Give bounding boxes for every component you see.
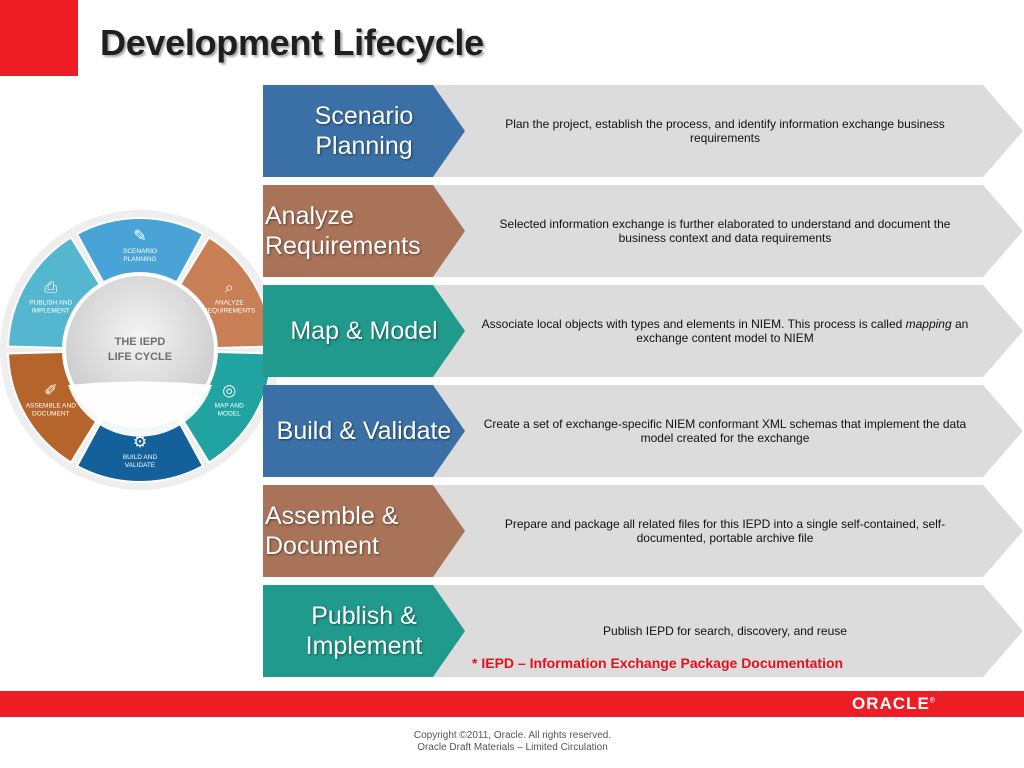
step-row-scenario-planning: Scenario Planning Plan the project, esta… bbox=[263, 85, 1023, 177]
iepd-footnote: * IEPD – Information Exchange Package Do… bbox=[472, 655, 844, 671]
step-chevron bbox=[263, 485, 1023, 577]
oracle-logo-text: ORACLE bbox=[852, 694, 930, 713]
step-chevron bbox=[263, 585, 1023, 677]
wheel-segment-label: BUILD AND bbox=[123, 454, 158, 461]
slide-title: Development Lifecycle bbox=[100, 22, 484, 63]
step-label-chevron bbox=[263, 485, 465, 577]
description-part: an exchange content model to NIEM bbox=[636, 317, 969, 345]
step-description: Publish IEPD for search, discovery, and … bbox=[475, 585, 975, 677]
step-row-publish-implement: Publish & Implement Publish IEPD for sea… bbox=[263, 585, 1023, 677]
circulation-line: Oracle Draft Materials – Limited Circula… bbox=[417, 742, 608, 753]
step-label: Assemble & Document bbox=[265, 502, 399, 560]
step-label: Publish & Implement bbox=[305, 602, 423, 660]
step-row-assemble-document: Assemble & Document Prepare and package … bbox=[263, 485, 1023, 577]
step-label: Build & Validate bbox=[276, 417, 452, 445]
step-description-text: Associate local objects with types and e… bbox=[475, 317, 975, 345]
step-description-text: Publish IEPD for search, discovery, and … bbox=[603, 624, 847, 638]
wheel-segment-label: VALIDATE bbox=[125, 462, 156, 469]
step-chevron bbox=[263, 185, 1023, 277]
step-row-build-validate: Build & Validate Create a set of exchang… bbox=[263, 385, 1023, 477]
hub-title-line-2: LIFE CYCLE bbox=[108, 351, 172, 363]
step-chevron bbox=[263, 285, 1023, 377]
step-description-text: Prepare and package all related files fo… bbox=[504, 517, 946, 545]
step-chevron bbox=[263, 85, 1023, 177]
step-row-analyze-requirements: Analyze Requirements Selected informatio… bbox=[263, 185, 1023, 277]
wheel-segment-label: REQUIREMENTS bbox=[203, 308, 256, 315]
step-description: Create a set of exchange-specific NIEM c… bbox=[475, 385, 975, 477]
wheel-segment-label: PUBLISH AND bbox=[29, 300, 72, 307]
step-description: Selected information exchange is further… bbox=[475, 185, 975, 277]
step-label-chevron bbox=[263, 185, 465, 277]
step-chevron bbox=[263, 385, 1023, 477]
wheel-segment-label: MODEL bbox=[218, 411, 242, 418]
wheel-segment-label: SCENARIO bbox=[123, 248, 157, 255]
step-description: Prepare and package all related files fo… bbox=[475, 485, 975, 577]
hub-highlight bbox=[68, 381, 212, 437]
step-description: Associate local objects with types and e… bbox=[475, 285, 975, 377]
magnifier-icon: ⌕ bbox=[225, 278, 234, 297]
description-part: Associate local objects with types and e… bbox=[481, 317, 906, 331]
step-label-chevron bbox=[263, 85, 465, 177]
step-label-chevron bbox=[263, 285, 465, 377]
paperclip-icon: ✐ bbox=[44, 381, 57, 400]
wheel-segment-label: DOCUMENT bbox=[32, 411, 70, 418]
step-label-chevron bbox=[263, 385, 465, 477]
wheel-segment-label: IMPLEMENT bbox=[32, 308, 70, 315]
globe-icon: ◎ bbox=[222, 381, 236, 400]
step-description-text: Create a set of exchange-specific NIEM c… bbox=[483, 417, 967, 445]
step-description-text: Selected information exchange is further… bbox=[499, 217, 951, 245]
step-description-text: Plan the project, establish the process,… bbox=[505, 117, 945, 145]
wheel-segment-label: ASSEMBLE AND bbox=[26, 403, 77, 410]
red-corner-block bbox=[0, 0, 78, 76]
step-label: Map & Model bbox=[290, 317, 438, 345]
step-description: Plan the project, establish the process,… bbox=[475, 85, 975, 177]
step-label-chevron bbox=[263, 585, 465, 677]
footer-red-bar bbox=[0, 691, 1024, 717]
step-row-map-model: Map & Model Associate local objects with… bbox=[263, 285, 1023, 377]
wheel-segment-label: MAP AND bbox=[215, 403, 244, 410]
wheel-segment-label: ANALYZE bbox=[215, 300, 245, 307]
copyright-notice: Copyright ©2011, Oracle. All rights rese… bbox=[385, 730, 640, 754]
gears-icon: ⚙ bbox=[133, 432, 147, 451]
step-label: Scenario Planning bbox=[314, 102, 414, 160]
pencil-icon: ✎ bbox=[133, 226, 146, 245]
hub-title-line-1: THE IEPD bbox=[115, 336, 166, 348]
wheel-segment-label: PLANNING bbox=[123, 256, 156, 263]
description-emphasis: mapping bbox=[905, 317, 952, 331]
printer-icon: ⎙ bbox=[44, 278, 57, 297]
registered-mark: ® bbox=[929, 697, 936, 705]
step-label: Analyze Requirements bbox=[265, 202, 421, 260]
oracle-logo: ORACLE® bbox=[852, 694, 936, 714]
copyright-line: Copyright ©2011, Oracle. All rights rese… bbox=[413, 730, 612, 741]
